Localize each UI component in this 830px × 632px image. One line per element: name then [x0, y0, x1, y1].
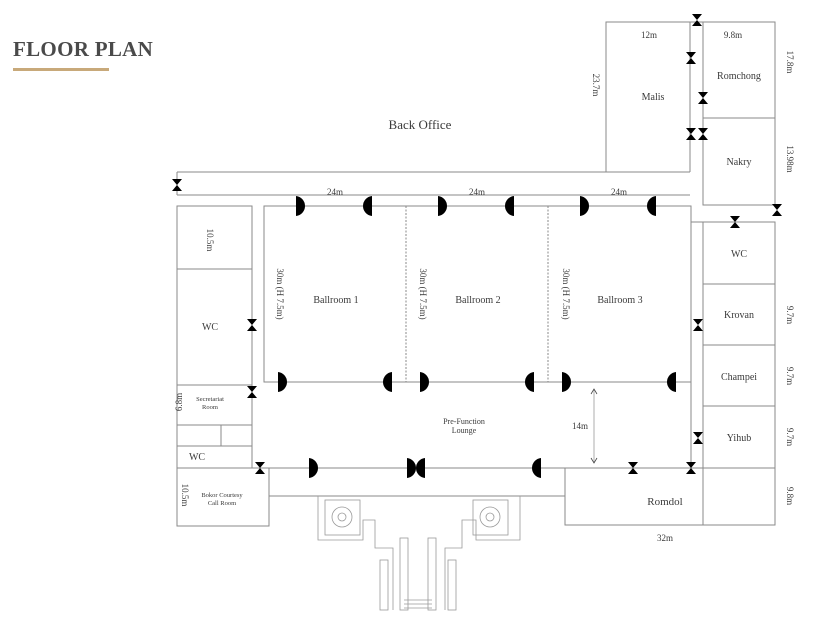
room-bokor-line1: Bokor Courtesy — [201, 492, 243, 499]
dim-ballroom3-width: 24m — [611, 187, 627, 197]
title-underline — [13, 68, 109, 71]
room-wc-left-small: WC — [189, 452, 205, 463]
dim-malis-depth: 23.7m — [591, 74, 601, 97]
dim-romdol-width: 32m — [657, 533, 673, 543]
dim-ballroom2-depth: 30m (H 7.5m) — [418, 268, 428, 319]
room-wc-left: WC — [202, 322, 218, 333]
room-yihub: Yihub — [727, 433, 751, 444]
dim-romdol-depth: 9.8m — [785, 487, 795, 505]
room-prefunction-line2: Lounge — [452, 426, 477, 435]
room-ballroom-2: Ballroom 2 — [455, 295, 500, 306]
dim-bokor-depth: 10.5m — [180, 484, 190, 507]
room-nakry: Nakry — [727, 157, 752, 168]
dim-secretariat-depth: 6.8m — [174, 393, 184, 411]
dim-malis-width: 12m — [641, 30, 657, 40]
room-wc-right: WC — [731, 249, 747, 260]
dim-champei-depth: 9.7m — [785, 367, 795, 385]
dim-ballroom3-depth: 30m (H 7.5m) — [561, 268, 571, 319]
dim-ballroom1-depth: 30m (H 7.5m) — [275, 268, 285, 319]
room-prefunction-line1: Pre-Function — [443, 417, 485, 426]
room-secretariat-line1: Secretariat — [196, 396, 224, 403]
page-title: FLOOR PLAN — [13, 37, 153, 61]
dim-lounge-depth: 14m — [572, 421, 588, 431]
room-ballroom-1: Ballroom 1 — [313, 295, 358, 306]
room-romchong: Romchong — [717, 71, 761, 82]
dim-krovan-depth: 9.7m — [785, 306, 795, 324]
dim-romchong-depth: 17.8m — [785, 51, 795, 74]
room-krovan: Krovan — [724, 310, 754, 321]
dim-yihub-depth: 9.7m — [785, 428, 795, 446]
dim-ballroom1-width: 24m — [327, 187, 343, 197]
dim-left-room-depth: 10.5m — [205, 229, 215, 252]
room-bokor-line2: Call Room — [208, 500, 236, 507]
room-champei: Champei — [721, 372, 757, 383]
room-secretariat-line2: Room — [202, 404, 218, 411]
room-romdol: Romdol — [647, 496, 682, 508]
dim-nakry-depth: 13.98m — [785, 145, 795, 172]
room-malis: Malis — [642, 92, 665, 103]
walls — [176, 21, 776, 611]
dim-ballroom2-width: 24m — [469, 187, 485, 197]
room-ballroom-3: Ballroom 3 — [597, 295, 642, 306]
dim-romchong-width: 9.8m — [724, 30, 742, 40]
room-back-office: Back Office — [389, 117, 452, 132]
